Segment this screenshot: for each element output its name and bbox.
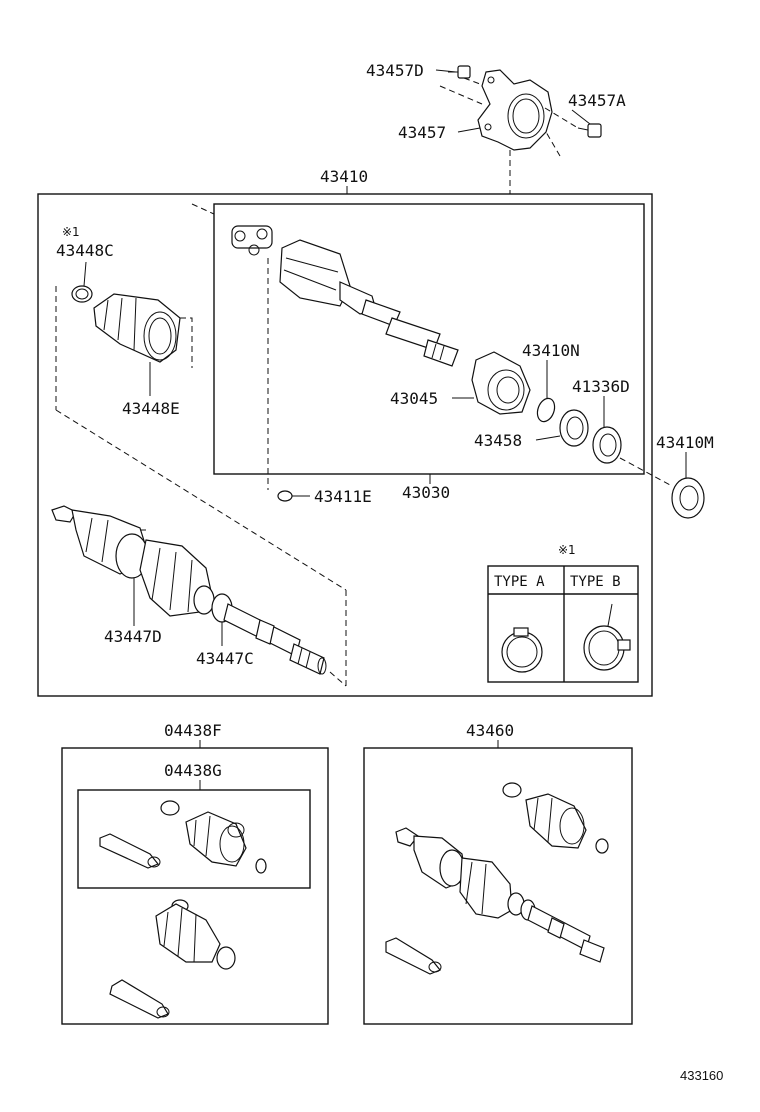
table-note-mark: ※1 bbox=[558, 543, 576, 557]
label-43458: 43458 bbox=[474, 431, 522, 450]
snap-ring-43411e[interactable] bbox=[277, 490, 293, 502]
label-04438f: 04438F bbox=[164, 721, 222, 740]
assembly-box-43030 bbox=[213, 203, 645, 475]
assembly-box-43410 bbox=[37, 193, 653, 697]
label-43447d: 43447D bbox=[104, 627, 162, 646]
inboard-joint-shaft[interactable] bbox=[279, 239, 459, 367]
inboard-boot-43448e[interactable] bbox=[93, 293, 181, 363]
label-43460: 43460 bbox=[466, 721, 514, 740]
table-header-type-a: TYPE A bbox=[494, 574, 545, 590]
seal-41336d[interactable] bbox=[592, 396, 622, 464]
label-43457d: 43457D bbox=[366, 61, 424, 80]
kit-04438f-parts[interactable] bbox=[109, 899, 236, 1019]
label-43030: 43030 bbox=[402, 483, 450, 502]
kit-box-04438f bbox=[61, 747, 329, 1025]
kit-04438g-parts[interactable] bbox=[99, 800, 267, 874]
center-bearing-43045[interactable] bbox=[452, 351, 531, 415]
label-43410n: 43410N bbox=[522, 341, 580, 360]
label-41336d: 41336D bbox=[572, 377, 630, 396]
label-43457: 43457 bbox=[398, 123, 446, 142]
outboard-shaft-assembly[interactable] bbox=[51, 505, 327, 675]
tripod-joint[interactable] bbox=[231, 225, 273, 256]
bolt-43457a[interactable] bbox=[577, 123, 602, 138]
label-43410: 43410 bbox=[320, 167, 368, 186]
label-43457a: 43457A bbox=[568, 91, 626, 110]
kit-43460-parts[interactable] bbox=[385, 782, 609, 975]
clamp-type-b-icon bbox=[583, 603, 631, 671]
clamp-type-a-icon bbox=[501, 627, 543, 673]
label-43411e: 43411E bbox=[314, 487, 372, 506]
boot-clamp-43448c[interactable] bbox=[71, 261, 93, 303]
label-43448c: 43448C bbox=[56, 241, 114, 260]
clamp-type-table bbox=[487, 565, 639, 683]
label-43045: 43045 bbox=[390, 389, 438, 408]
label-43447c: 43447C bbox=[196, 649, 254, 668]
oil-seal-43458[interactable] bbox=[535, 409, 589, 447]
note-mark: ※1 bbox=[62, 225, 80, 239]
kit-box-04438g bbox=[77, 789, 311, 889]
label-43410m: 43410M bbox=[656, 433, 714, 452]
snap-ring-43410n[interactable] bbox=[534, 396, 557, 424]
table-header-type-b: TYPE B bbox=[570, 574, 621, 590]
seal-43410m[interactable] bbox=[671, 452, 705, 519]
figure-number: 433160 bbox=[680, 1068, 723, 1083]
label-04438g: 04438G bbox=[164, 761, 222, 780]
bearing-bracket-group bbox=[435, 65, 602, 194]
label-43448e: 43448E bbox=[122, 399, 180, 418]
